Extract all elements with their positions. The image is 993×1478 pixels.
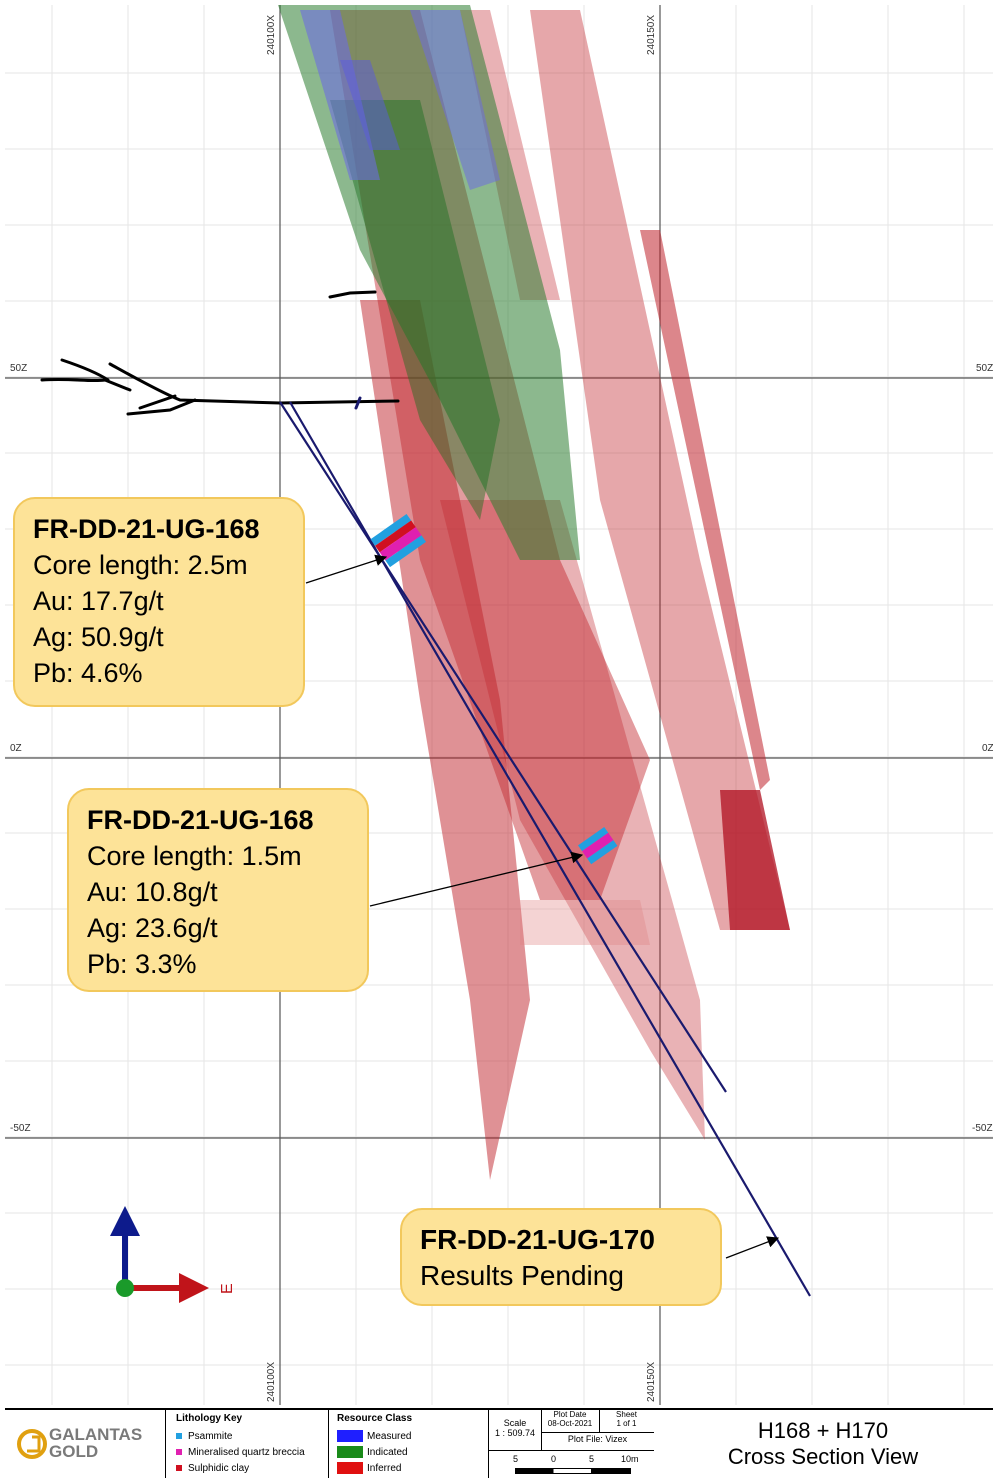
cross-section-canvas: E <box>5 5 993 1405</box>
drillhole-ug-168 <box>279 401 727 1093</box>
measured-zone <box>300 10 380 180</box>
origin-marker <box>116 1279 134 1297</box>
galantas-logo-icon <box>17 1429 47 1459</box>
logo-cell: GALANTAS GOLD <box>5 1410 165 1478</box>
drillhole-ug-170 <box>289 401 811 1297</box>
plot-file: Plot File: Vizex <box>541 1434 654 1451</box>
indicated-zone <box>330 100 500 520</box>
indicated-label: Indicated <box>367 1447 408 1458</box>
elevation-label-right-0: 0Z <box>982 743 993 754</box>
easting-label-bottom-1: 240100X <box>266 1361 277 1402</box>
sheet-cell: Sheet 1 of 1 <box>599 1410 654 1433</box>
plot-date-cell: Plot Date 08-Oct-2021 <box>541 1410 600 1433</box>
orientation-axes: E <box>110 1206 236 1303</box>
section-title-cell: H168 + H170 Cross Section View <box>653 1410 993 1478</box>
section-title-line2: Cross Section View <box>727 1444 919 1469</box>
leader-3 <box>725 1236 780 1259</box>
inferred-zone <box>640 230 770 790</box>
intercept-1 <box>370 513 427 568</box>
measured-swatch <box>337 1430 363 1443</box>
leader-2 <box>369 851 584 907</box>
plot-date-value: 08-Oct-2021 <box>547 1419 593 1428</box>
inferred-label: Inferred <box>367 1463 402 1474</box>
resource-class-title: Resource Class <box>337 1413 413 1424</box>
leader-1 <box>305 554 388 584</box>
inferred-swatch <box>337 1462 363 1475</box>
drillholes <box>279 401 811 1297</box>
callout-line: Pb: 3.3% <box>87 949 197 979</box>
callout-line: Ag: 50.9g/t <box>33 622 164 652</box>
measured-zone <box>410 10 500 190</box>
elevation-label-right-m50: -50Z <box>972 1123 993 1134</box>
inferred-zone <box>520 900 650 945</box>
callout-line: Core length: 1.5m <box>87 841 302 871</box>
sheet-value: 1 of 1 <box>616 1419 637 1428</box>
drive-tick <box>354 396 362 410</box>
callout-line: Au: 17.7g/t <box>33 586 164 616</box>
inferred-zone <box>720 790 790 930</box>
elevation-label-left-m50: -50Z <box>10 1123 31 1134</box>
resource-measured: Measured <box>337 1429 480 1445</box>
elevation-label-left-0: 0Z <box>10 743 22 754</box>
intercept-2 <box>578 826 618 865</box>
title-block: GALANTAS GOLD Lithology Key Psammite Min… <box>5 1408 993 1478</box>
callout-line: Results Pending <box>420 1260 624 1291</box>
intercept-callout-1: FR-DD-21-UG-168 Core length: 2.5m Au: 17… <box>13 497 305 707</box>
callout-line: Au: 10.8g/t <box>87 877 218 907</box>
lithology-key: Lithology Key Psammite Mineralised quart… <box>165 1410 328 1478</box>
leader-lines <box>305 554 780 1259</box>
resource-inferred: Inferred <box>337 1461 480 1477</box>
east-label: E <box>219 1283 236 1294</box>
inferred-zone <box>440 500 705 1140</box>
callout-hole-id: FR-DD-21-UG-168 <box>33 514 260 544</box>
callout-line: Core length: 2.5m <box>33 550 248 580</box>
lithology-psammite: Psammite <box>176 1429 318 1445</box>
scale-cell: Scale 1 : 509.74 <box>489 1410 542 1451</box>
scalebar-label-2: 0 <box>551 1454 557 1464</box>
resource-block-model <box>278 5 790 1180</box>
easting-label-top-1: 240100X <box>266 14 277 55</box>
easting-label-top-2: 240150X <box>646 14 657 55</box>
scalebar-label-4: 10m <box>621 1454 639 1464</box>
drive-outline <box>40 358 400 416</box>
inferred-zone <box>530 10 790 930</box>
scale-value: 1 : 509.74 <box>494 1428 536 1438</box>
resource-indicated: Indicated <box>337 1445 480 1461</box>
psammite-label: Psammite <box>188 1431 233 1442</box>
psammite-swatch <box>176 1433 182 1439</box>
crosscut-stub <box>328 290 377 299</box>
sheet-label: Sheet <box>616 1410 637 1419</box>
resource-class-key: Resource Class Measured Indicated Inferr… <box>328 1410 488 1478</box>
callout-hole-id: FR-DD-21-UG-168 <box>87 805 314 835</box>
measured-label: Measured <box>367 1431 412 1442</box>
sulphidic-swatch <box>176 1465 182 1471</box>
scalebar-bar <box>515 1468 631 1474</box>
breccia-label: Mineralised quartz breccia <box>188 1447 305 1458</box>
plot-date-label: Plot Date <box>553 1410 587 1419</box>
callout-line: Ag: 23.6g/t <box>87 913 218 943</box>
lithology-sulphidic: Sulphidic clay <box>176 1461 318 1477</box>
lithology-key-title: Lithology Key <box>176 1413 243 1424</box>
breccia-swatch <box>176 1449 182 1455</box>
callout-hole-id: FR-DD-21-UG-170 <box>420 1224 655 1255</box>
callout-line: Pb: 4.6% <box>33 658 143 688</box>
section-title-line1: H168 + H170 <box>757 1418 889 1443</box>
scalebar-label-3: 5 <box>589 1454 595 1464</box>
elevation-label-left-50: 50Z <box>10 363 28 374</box>
scalebar-label-1: 5 <box>513 1454 519 1464</box>
measured-zone <box>340 60 400 150</box>
sulphidic-label: Sulphidic clay <box>188 1463 250 1474</box>
plot-info: Scale 1 : 509.74 Plot Date 08-Oct-2021 S… <box>488 1410 654 1478</box>
scale-label: Scale <box>503 1418 527 1428</box>
logo-text: GALANTAS GOLD <box>49 1425 143 1461</box>
pending-callout: FR-DD-21-UG-170 Results Pending <box>400 1208 722 1306</box>
lithology-breccia: Mineralised quartz breccia <box>176 1445 318 1461</box>
indicated-swatch <box>337 1446 363 1459</box>
elevation-label-right-50: 50Z <box>976 363 993 374</box>
intercept-callout-2: FR-DD-21-UG-168 Core length: 1.5m Au: 10… <box>67 788 369 992</box>
underground-workings <box>40 290 400 416</box>
scalebar: 5 0 5 10m <box>489 1452 654 1478</box>
easting-label-bottom-2: 240150X <box>646 1361 657 1402</box>
